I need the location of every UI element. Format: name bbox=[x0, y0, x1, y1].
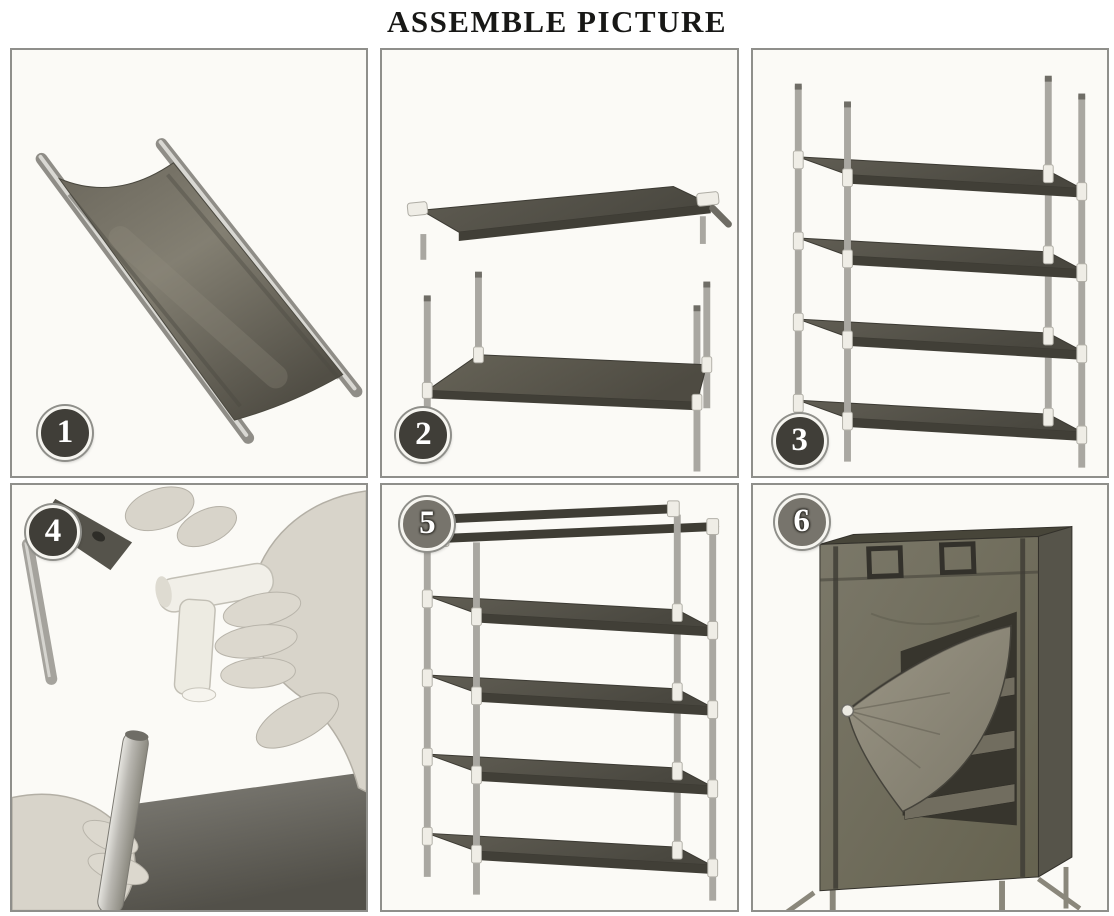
step-number: 2 bbox=[415, 416, 432, 452]
step-number: 5 bbox=[419, 505, 436, 541]
step-number-badge: 1 bbox=[38, 405, 92, 460]
step5-completed-rack-illustration bbox=[401, 499, 720, 901]
steps-grid: 1 bbox=[10, 48, 1109, 912]
step-number-badge: 6 bbox=[774, 494, 829, 549]
flipped-cover-flap bbox=[840, 623, 1012, 812]
step-number-badge: 3 bbox=[772, 413, 827, 468]
upper-hand bbox=[124, 485, 237, 547]
step-number: 6 bbox=[793, 503, 810, 539]
shelves bbox=[797, 156, 1082, 441]
lower-hand-with-tube bbox=[12, 729, 150, 910]
step4-hands-connector-illustration bbox=[12, 485, 367, 910]
step-number-badge: 2 bbox=[396, 407, 451, 462]
step-5-panel: 5 bbox=[380, 482, 739, 912]
table-surface bbox=[76, 771, 367, 910]
plastic-t-connector bbox=[155, 562, 274, 702]
step1-shelf-panel-illustration bbox=[35, 138, 363, 444]
step-3-panel: 3 bbox=[750, 48, 1109, 478]
shelves bbox=[427, 594, 712, 874]
step-number: 1 bbox=[56, 414, 74, 450]
corner-connectors bbox=[792, 150, 1087, 445]
cover-strap-loops bbox=[865, 540, 977, 579]
corner-connectors bbox=[401, 499, 720, 877]
step6-covered-rack-illustration bbox=[784, 525, 1081, 910]
step-number-badge: 4 bbox=[26, 504, 80, 559]
step-2-panel: 2 bbox=[380, 48, 739, 478]
step-number-badge: 5 bbox=[400, 496, 455, 551]
gripping-fingers bbox=[214, 591, 339, 749]
step-number: 4 bbox=[44, 513, 62, 549]
step-6-panel: 6 bbox=[750, 482, 1109, 912]
step3-four-tier-rack-illustration bbox=[792, 75, 1087, 468]
flap-pin bbox=[840, 703, 854, 717]
step-1-panel: 1 bbox=[10, 48, 369, 478]
legs bbox=[784, 866, 1081, 910]
page-title: ASSEMBLE PICTURE bbox=[386, 4, 728, 39]
base-tier bbox=[422, 271, 713, 472]
step-4-panel: 4 bbox=[10, 482, 369, 912]
upper-shelf-tier bbox=[407, 186, 733, 260]
step2-stacking-tiers-illustration bbox=[407, 186, 733, 472]
step-number: 3 bbox=[791, 422, 808, 458]
metal-tube-right bbox=[155, 138, 363, 398]
fabric-shelf-panel bbox=[57, 162, 344, 421]
